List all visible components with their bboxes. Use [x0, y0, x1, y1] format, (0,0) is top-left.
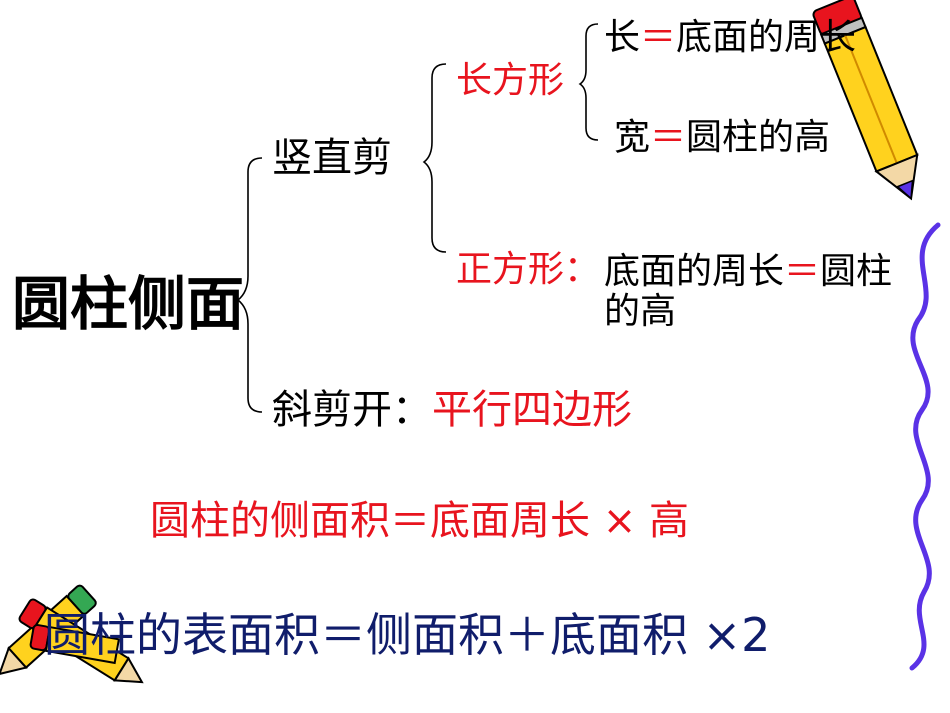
lateral-area-formula: 圆柱的侧面积＝底面周长 × 高 [150, 498, 689, 544]
length-suffix: 底面的周长 [676, 17, 857, 58]
width-equation: 宽＝圆柱的高 [614, 120, 830, 156]
length-equation: 长＝底面的周长 [604, 20, 856, 56]
oblique-cut-result: 平行四边形 [432, 387, 632, 433]
square-equals: ＝ [784, 251, 821, 292]
rectangle-label: 长方形 [456, 60, 565, 101]
vertical-cut-label: 竖直剪 [272, 135, 392, 181]
surface-area-formula: 圆柱的表面积＝侧面积＋底面积 ×2 [44, 608, 771, 662]
square-desc-part1: 底面的周长 [604, 251, 785, 292]
root-brace [236, 157, 263, 413]
square-equation: 底面的周长＝圆柱的高 [604, 251, 904, 333]
length-prefix: 长 [604, 17, 641, 58]
length-equals: ＝ [640, 17, 677, 58]
purple-wavy-border [909, 222, 941, 671]
rect-brace [578, 23, 599, 141]
width-suffix: 圆柱的高 [686, 117, 831, 158]
oblique-cut-label: 斜剪开： [272, 387, 432, 433]
vertical-brace [422, 63, 447, 253]
square-label: 正方形： [456, 249, 601, 290]
root-label: 圆柱侧面 [12, 270, 245, 338]
width-prefix: 宽 [614, 117, 651, 158]
square-desc-part2: 圆柱的高 [604, 251, 893, 333]
oblique-cut: 斜剪开：平行四边形 [272, 390, 632, 430]
width-equals: ＝ [650, 117, 687, 158]
